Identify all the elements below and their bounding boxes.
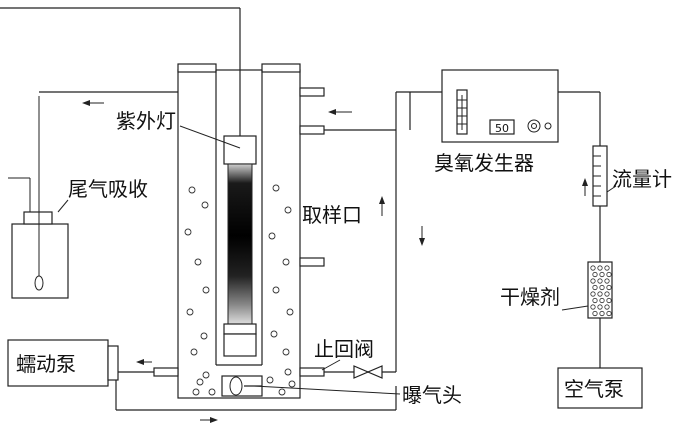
air-pump-label: 空气泵 — [564, 377, 624, 401]
bubble — [202, 286, 210, 294]
ozone-generator — [441, 69, 559, 143]
bubble — [288, 380, 296, 388]
peristaltic-pump — [7, 339, 119, 387]
desiccant-granule — [599, 297, 605, 304]
bubble — [201, 201, 209, 209]
check-valve-symbol — [353, 365, 383, 379]
peristaltic-pump-label: 蠕动泵 — [16, 352, 76, 376]
bubble — [188, 186, 196, 194]
desiccant-granule — [597, 291, 603, 297]
desiccant-granule — [604, 265, 610, 271]
flowmeter — [592, 145, 608, 207]
bubble — [270, 330, 278, 338]
desiccant-granule — [590, 265, 596, 271]
bubble — [208, 388, 216, 396]
check-valve-label: 止回阀 — [314, 337, 374, 361]
bubble — [192, 388, 200, 396]
desiccant-granule — [592, 271, 598, 278]
desiccant-label: 干燥剂 — [500, 285, 560, 309]
leader-lines — [57, 125, 617, 395]
bubble — [266, 376, 274, 384]
sampling-port-label: 取样口 — [302, 203, 362, 227]
bubble — [186, 308, 194, 316]
desiccant-granule — [599, 284, 605, 291]
bubble — [278, 388, 286, 396]
ozone-generator-label: 臭氧发生器 — [434, 151, 534, 175]
bubble — [184, 228, 192, 236]
desiccant-granule — [604, 304, 610, 310]
bubble — [282, 348, 290, 356]
bubble — [286, 308, 294, 316]
desiccant-granule — [590, 291, 596, 297]
flow-arrows — [82, 100, 588, 423]
desiccant-granule — [592, 284, 598, 291]
tail-gas-label: 尾气吸收 — [68, 177, 148, 201]
bubble — [200, 332, 208, 340]
bubble — [272, 286, 280, 294]
desiccant-granule — [590, 304, 596, 310]
desiccant-granule — [597, 304, 603, 310]
desiccant-granule — [592, 297, 598, 304]
desiccant-granule — [606, 271, 612, 278]
bubble — [194, 258, 202, 266]
uv-lamp-label: 紫外灯 — [116, 109, 176, 133]
flowmeter-label: 流量计 — [612, 167, 672, 191]
bubble — [284, 368, 292, 376]
bubble — [202, 371, 210, 379]
aerator-head — [221, 375, 263, 397]
desiccant-granule — [606, 297, 612, 304]
desiccant-granule — [604, 278, 610, 284]
desiccant-granule — [606, 284, 612, 291]
desiccant-granule — [597, 265, 603, 271]
bubble — [196, 378, 204, 386]
desiccant-granule — [599, 271, 605, 278]
aerator-label: 曝气头 — [402, 383, 462, 407]
uv-lamp — [223, 135, 257, 357]
desiccant-granule — [592, 310, 598, 317]
bubble — [272, 184, 280, 192]
desiccant-column — [587, 261, 613, 319]
desiccant-granule — [597, 278, 603, 284]
bubbles — [184, 184, 296, 396]
desiccant-granule — [604, 291, 610, 297]
tail-gas-bottle — [8, 96, 69, 299]
air-pump — [557, 367, 643, 409]
ozone-generator-display: 50 — [495, 122, 509, 135]
desiccant-granule — [599, 310, 605, 317]
bubble — [284, 206, 292, 214]
bubble — [268, 232, 276, 240]
bubble — [282, 258, 290, 266]
bubble — [190, 348, 198, 356]
desiccant-granule — [606, 310, 612, 317]
desiccant-granule — [590, 278, 596, 284]
